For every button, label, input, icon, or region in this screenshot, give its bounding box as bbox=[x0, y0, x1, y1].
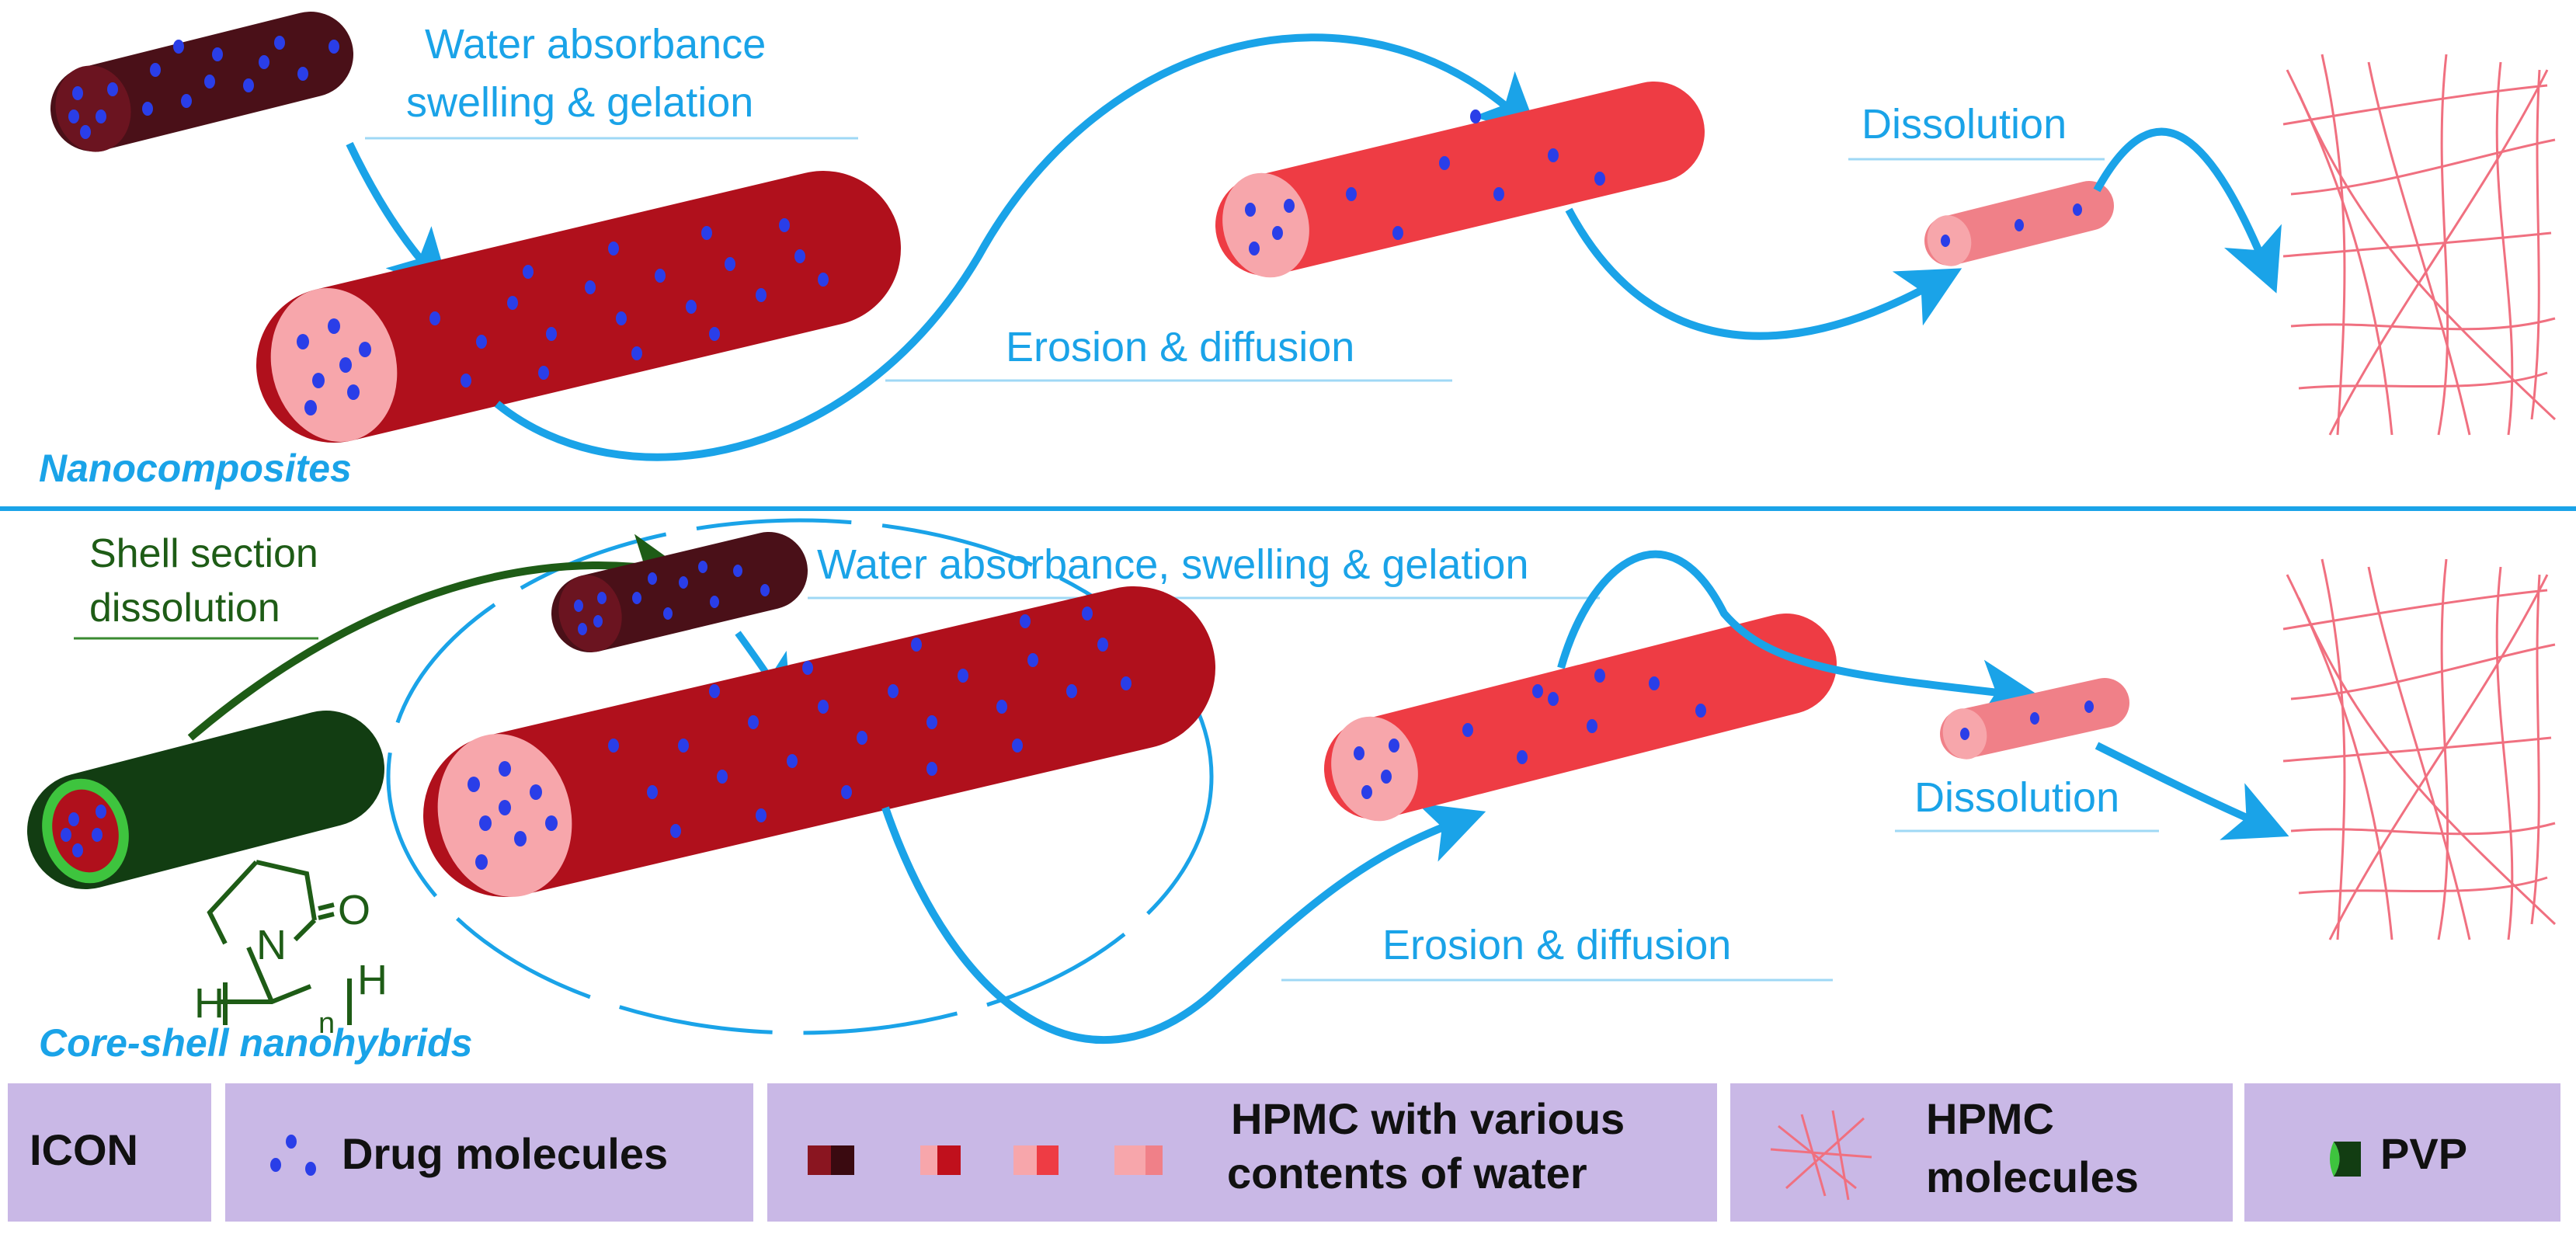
legend-box-icon bbox=[8, 1083, 211, 1222]
arrow-erosion-top bbox=[494, 33, 1540, 461]
dry-fiber-2 bbox=[551, 532, 808, 652]
gel-fiber-1 bbox=[1215, 82, 1705, 278]
arrow-to-molecules-top bbox=[2093, 127, 2282, 294]
legend-hpmc-molecules-line2: molecules bbox=[1926, 1152, 2139, 1201]
arrow-swell-top bbox=[346, 141, 451, 294]
legend-hpmc-molecules-line1: HPMC bbox=[1926, 1094, 2054, 1143]
legend-bar: ICON Drug molecules HPMC with various co… bbox=[8, 1083, 2560, 1222]
shell-label-line1: Shell section bbox=[89, 531, 318, 576]
swelling-label-line2: swelling & gelation bbox=[406, 79, 753, 126]
pvp-atom-n: N bbox=[256, 922, 287, 968]
shell-label-line2: dissolution bbox=[89, 586, 280, 631]
arrow-shell-dissolution bbox=[187, 534, 691, 741]
legend-box-drug bbox=[225, 1083, 753, 1222]
core-shell-fiber bbox=[27, 711, 384, 889]
pvp-sub-n: n bbox=[318, 1007, 335, 1040]
pvp-structure: N O H H n bbox=[194, 860, 388, 1040]
erosion-label-bottom: Erosion & diffusion bbox=[1382, 922, 1731, 968]
nanocomposites-panel: Water absorbance swelling & gelation bbox=[39, 12, 2557, 490]
pvp-atom-o: O bbox=[338, 887, 370, 933]
dissolution-label-bottom: Dissolution bbox=[1914, 774, 2119, 821]
section-label-nanocomposites: Nanocomposites bbox=[39, 447, 352, 490]
core-shell-panel: Shell section dissolution bbox=[27, 518, 2557, 1065]
legend-hpmc-water-line2: contents of water bbox=[1227, 1149, 1587, 1198]
small-fiber-1 bbox=[1924, 181, 2114, 266]
hpmc-molecules-net-top bbox=[2282, 54, 2557, 436]
legend-hpmc-water-line1: HPMC with various bbox=[1231, 1094, 1625, 1143]
arrow-gel-to-small-top bbox=[1565, 207, 1962, 340]
dissolution-label-top: Dissolution bbox=[1862, 101, 2067, 148]
dashed-enclosure bbox=[386, 518, 1214, 1035]
legend-pvp-label: PVP bbox=[2380, 1129, 2467, 1178]
legend-hpmc-molecules-icon bbox=[1770, 1110, 1872, 1201]
legend-pvp-icon bbox=[2330, 1142, 2361, 1177]
dry-fiber-1 bbox=[50, 12, 353, 152]
swelling-label-line1: Water absorbance bbox=[425, 21, 766, 68]
small-fiber-2 bbox=[1940, 678, 2129, 760]
swollen-fiber-2 bbox=[423, 586, 1215, 897]
swelling-label-bottom: Water absorbance, swelling & gelation bbox=[817, 541, 1529, 588]
legend-hpmc-water-swatches-icon bbox=[808, 1145, 1163, 1175]
pvp-h-right: H bbox=[357, 957, 388, 1003]
arrow-to-molecules-bottom bbox=[2095, 742, 2289, 840]
swollen-fiber-1 bbox=[256, 171, 901, 443]
section-label-core-shell: Core-shell nanohybrids bbox=[39, 1021, 472, 1065]
legend-drug-label: Drug molecules bbox=[342, 1129, 668, 1178]
pvp-h-left: H bbox=[194, 980, 224, 1027]
arrow-gel-to-small-bottom bbox=[1557, 550, 2042, 722]
legend-box-pvp bbox=[2244, 1083, 2560, 1222]
arrow-erosion-bottom bbox=[881, 803, 1486, 1045]
erosion-label-top: Erosion & diffusion bbox=[1006, 324, 1354, 370]
legend-icon-label: ICON bbox=[30, 1125, 138, 1174]
hpmc-molecules-net-bottom bbox=[2282, 558, 2557, 940]
gel-fiber-2 bbox=[1324, 614, 1837, 822]
legend-drug-dots-icon bbox=[270, 1135, 316, 1176]
